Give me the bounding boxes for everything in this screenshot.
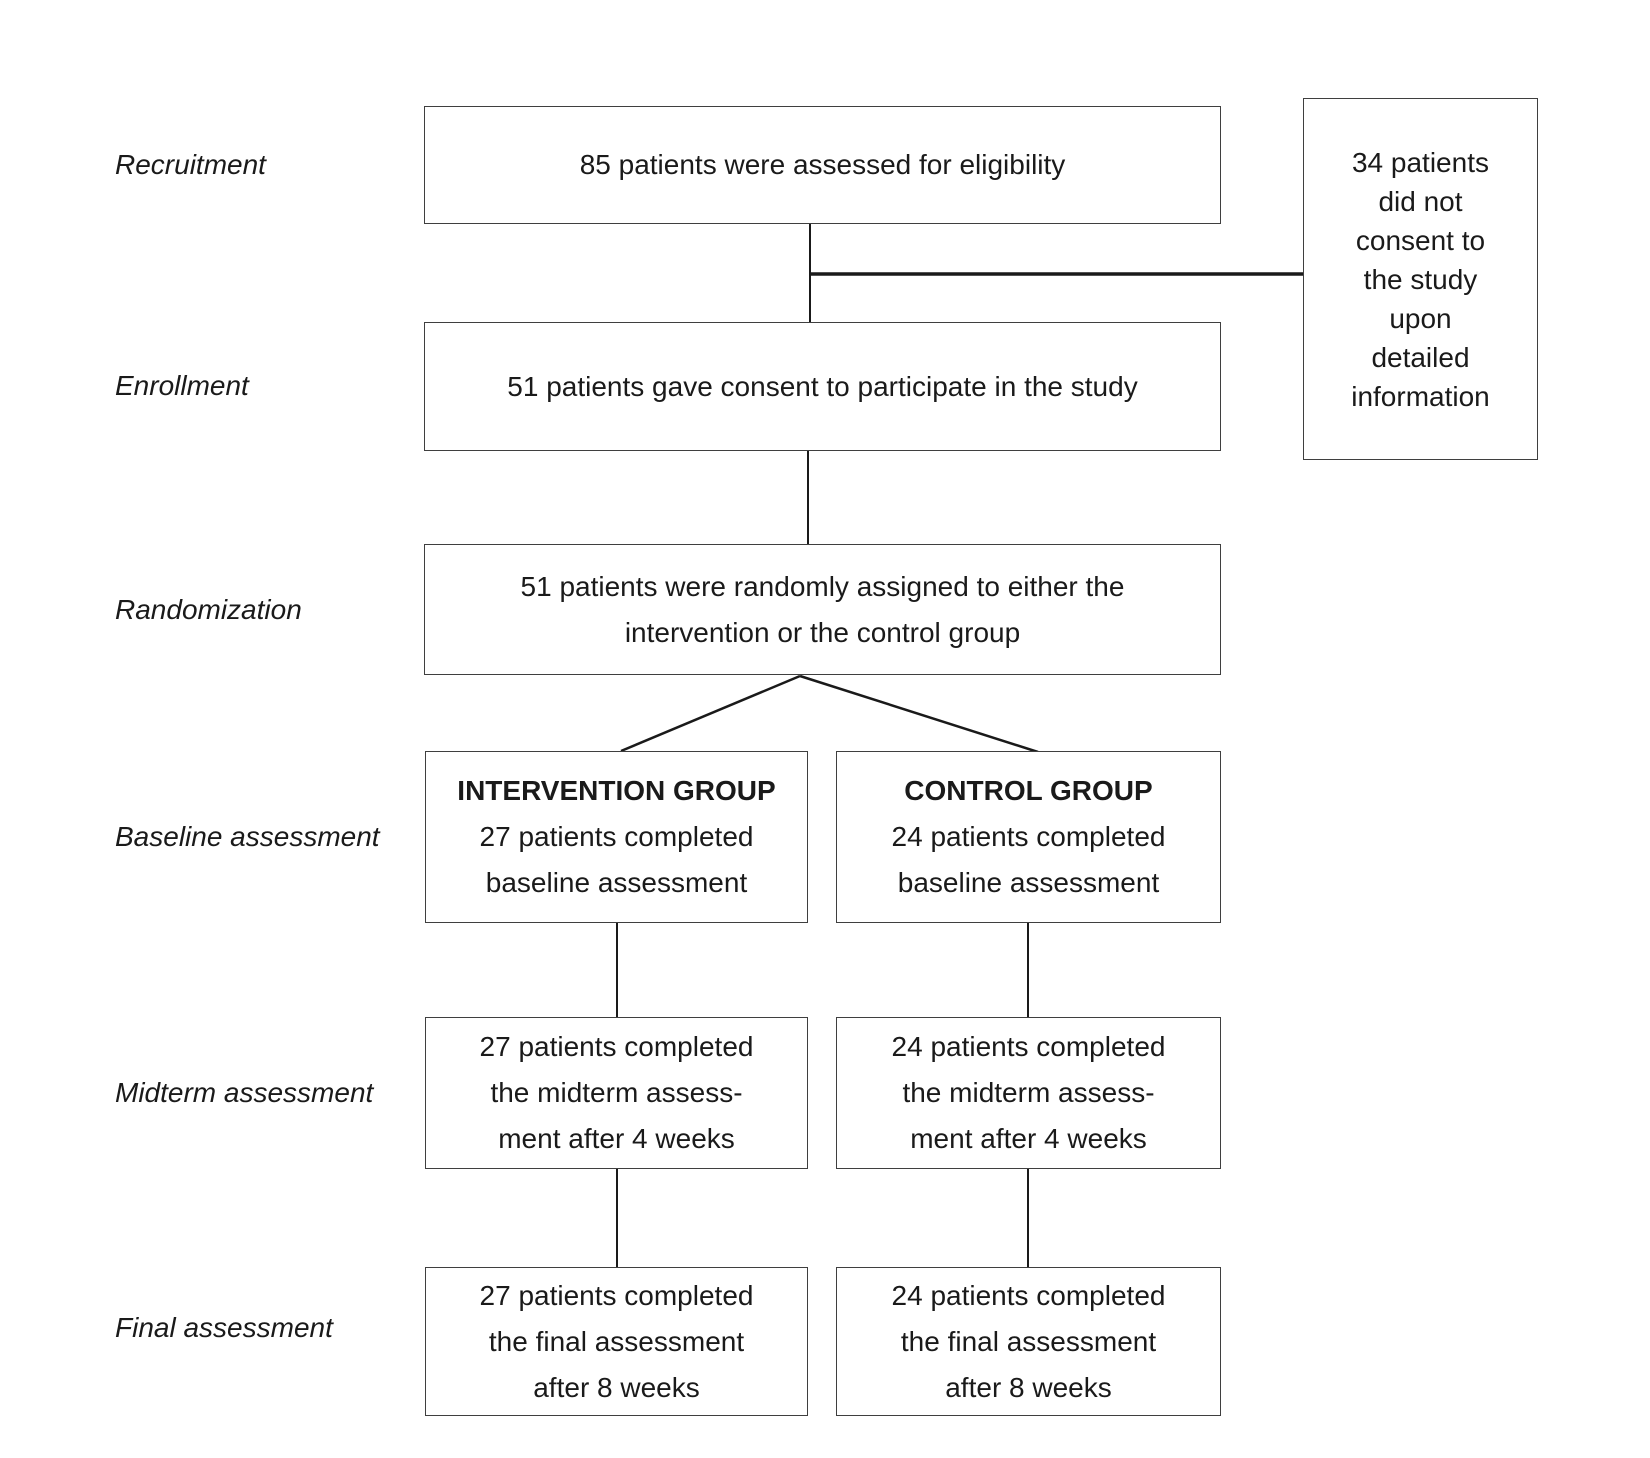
eligibility-box: 85 patients were assessed for eligibilit… <box>424 106 1221 224</box>
intervention-group-title: INTERVENTION GROUP <box>457 775 776 806</box>
stage-label-recruitment: Recruitment <box>115 149 266 180</box>
consent-text: 51 patients gave consent to participate … <box>507 370 1138 402</box>
stage-label-randomization: Randomization <box>115 594 302 625</box>
no-consent-box: 34 patients did not consent to the study… <box>1303 98 1538 460</box>
intervention-final-box: 27 patients completed the final assessme… <box>425 1267 808 1416</box>
control-midterm-text: 24 patients completed the midterm assess… <box>891 1031 1166 1154</box>
intervention-baseline-box: INTERVENTION GROUP 27 patients completed… <box>425 751 808 923</box>
control-baseline-box: CONTROL GROUP 24 patients completed base… <box>836 751 1221 923</box>
no-consent-text: 34 patients did not consent to the study… <box>1351 146 1490 412</box>
consent-box: 51 patients gave consent to participate … <box>424 322 1221 451</box>
eligibility-text: 85 patients were assessed for eligibilit… <box>579 149 1066 180</box>
connector-randomization-control <box>799 674 1039 754</box>
control-midterm-box: 24 patients completed the midterm assess… <box>836 1017 1221 1169</box>
stage-label-baseline-assessment: Baseline assessment <box>115 821 380 852</box>
control-final-text: 24 patients completed the final assessme… <box>891 1279 1166 1403</box>
intervention-baseline-text: 27 patients completed baseline assessmen… <box>479 821 754 898</box>
stage-label-midterm-assessment: Midterm assessment <box>115 1077 374 1108</box>
intervention-final-text: 27 patients completed the final assessme… <box>479 1279 754 1403</box>
stage-label-enrollment: Enrollment <box>115 370 249 401</box>
intervention-midterm-text: 27 patients completed the midterm assess… <box>479 1031 754 1154</box>
control-baseline-text: 24 patients completed baseline assessmen… <box>891 821 1166 898</box>
control-final-box: 24 patients completed the final assessme… <box>836 1267 1221 1416</box>
control-group-title: CONTROL GROUP <box>904 775 1153 806</box>
intervention-midterm-box: 27 patients completed the midterm assess… <box>425 1017 808 1169</box>
connector-randomization-intervention <box>620 674 801 753</box>
stage-label-final-assessment: Final assessment <box>115 1312 333 1343</box>
randomization-box: 51 patients were randomly assigned to ei… <box>424 544 1221 675</box>
randomization-text: 51 patients were randomly assigned to ei… <box>520 570 1125 648</box>
